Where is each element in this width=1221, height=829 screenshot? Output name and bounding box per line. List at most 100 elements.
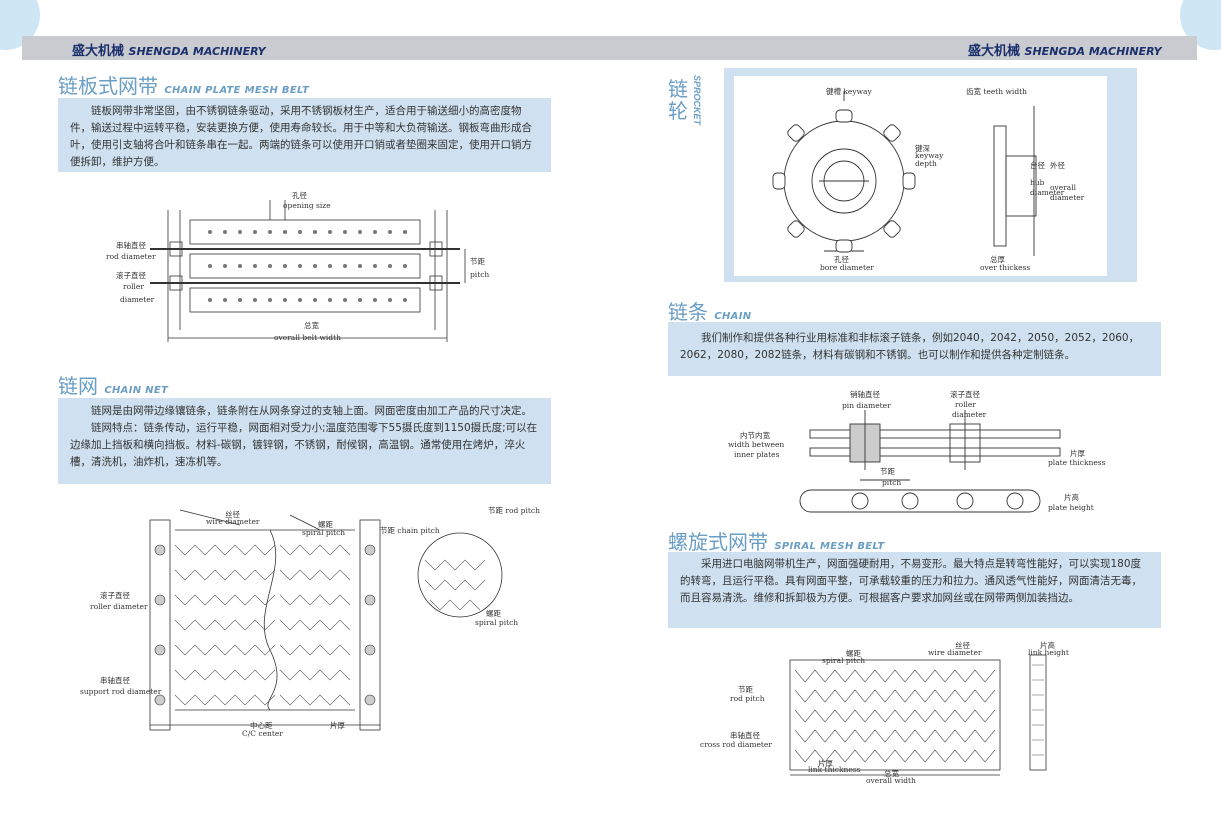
plate-roller-en2: diameter: [120, 295, 155, 304]
spiral-belt-diagram: [789, 654, 1047, 776]
sprocket-over-label: 总厚: [990, 255, 1005, 264]
net-spiral-en: spiral pitch: [302, 528, 346, 537]
chain-roller-label: 滚子直径: [950, 390, 980, 399]
net-roller-en: roller diameter: [90, 602, 148, 611]
plate-description: 链板网带非常坚固，由不锈钢链条驱动，采用不锈钢板材生产，适合用于输送细小的高密度…: [58, 98, 551, 172]
plate-pitch-label: 节距: [470, 257, 485, 266]
chain-pin-label: 销轴直径: [850, 390, 880, 399]
net-support-en: support rod diameter: [80, 687, 162, 696]
plate-pitch-en: pitch: [470, 270, 490, 279]
chain-thick-label: 片厚: [1070, 449, 1085, 458]
net-wire-label: 丝径: [225, 510, 240, 519]
net-support-label: 串轴直径: [100, 676, 130, 685]
net-description: 链网是由网带边缘镶链条，链条附在从网条穿过的支轴上面。网面密度由加工产品的尺寸决…: [58, 398, 551, 484]
sprocket-bore-label: 孔径: [834, 255, 849, 264]
chain-roller-en1: roller: [955, 400, 976, 409]
chain-pitch-en: pitch: [882, 478, 902, 487]
title-en: CHAIN NET: [104, 385, 169, 396]
title-cn: 链网: [58, 374, 98, 398]
section-title-sprocket: 链轮: [668, 78, 690, 122]
net-thick-label: 片厚: [330, 721, 345, 730]
sprocket-hub-en1: hub: [1030, 178, 1045, 187]
spiral-link-label: 片高: [1040, 641, 1055, 650]
plate-roller-label: 滚子直径: [116, 271, 146, 280]
brand-cn: 盛大机械: [72, 44, 125, 59]
sprocket-depth-en2: depth: [915, 159, 937, 168]
chain-desc-text: 我们制作和提供各种行业用标准和非标滚子链条，例如2040，2042，2050，2…: [680, 332, 1140, 361]
plate-width-label: 总宽: [304, 321, 319, 330]
spiral-ow-label: 总宽: [884, 769, 899, 778]
brand-en: SHENGDA MACHINERY: [1024, 45, 1162, 58]
sprocket-depth-en1: keyway: [915, 151, 944, 160]
plate-rod-en-label: rod diameter: [106, 252, 156, 261]
sprocket-outer-en1: overall: [1050, 183, 1077, 192]
chain-height-label: 片高: [1064, 493, 1079, 502]
plate-rod-label: 串轴直径: [116, 241, 146, 250]
spiral-description: 采用进口电脑网带机生产，网面强硬耐用，不易变形。最大特点是转弯性能好，可以实现1…: [668, 552, 1161, 628]
title-en: CHAIN: [714, 311, 752, 322]
net-cc-label: 中心距: [250, 721, 273, 730]
chain-thick-en: plate thickness: [1048, 458, 1106, 467]
brand-en: SHENGDA MACHINERY: [128, 45, 266, 58]
title-cn: 链条: [668, 300, 708, 324]
brand-right: 盛大机械 SHENGDA MACHINERY: [968, 40, 1162, 59]
spiral-lt-label: 片厚: [818, 759, 833, 768]
spiral-lt-en: link thickness: [808, 765, 861, 774]
net-desc-2: 链网特点：链条传动，运行平稳，网面相对受力小;温度范围零下55摄氏度到1150摄…: [70, 422, 538, 468]
spiral-ow-en: overall width: [866, 776, 916, 785]
title-cn: 螺旋式网带: [668, 530, 768, 554]
section-title-plate: 链板式网带 CHAIN PLATE MESH BELT: [58, 70, 309, 99]
net-spiral-label: 螺距: [318, 520, 333, 529]
chain-inner-label: 内节内宽: [740, 431, 770, 440]
spiral-pitch-label: 螺距: [846, 649, 861, 658]
spiral-wire-label: 丝径: [955, 641, 970, 650]
plate-belt-diagram: [150, 200, 466, 342]
net-desc-1: 链网是由网带边缘镶链条，链条附在从网条穿过的支轴上面。网面密度由加工产品的尺寸决…: [91, 405, 532, 417]
roller-chain-diagram: [799, 410, 1061, 513]
sprocket-bore-en: bore diameter: [820, 263, 874, 272]
sprocket-hub-label: 台径: [1030, 161, 1045, 170]
sprocket-keyway-label: 键槽 keyway: [826, 87, 872, 96]
plate-hole-label: 孔径: [292, 191, 307, 200]
spiral-pitch-en: spiral pitch: [822, 656, 866, 665]
title-cn: 链板式网带: [58, 74, 158, 98]
chain-pitch-label: 节距: [880, 467, 895, 476]
chain-net-diagram: [149, 509, 503, 731]
net-cc-en: C/C center: [242, 729, 283, 738]
spiral-wire-en: wire diameter: [928, 648, 982, 657]
spiral-rod-label: 节距: [738, 685, 753, 694]
chain-description: 我们制作和提供各种行业用标准和非标滚子链条，例如2040，2042，2050，2…: [668, 322, 1161, 376]
sprocket-hub-en2: diameter: [1030, 188, 1065, 197]
spiral-cross-en: cross rod diameter: [700, 740, 772, 749]
chain-inner-en2: inner plates: [734, 450, 780, 459]
chain-roller-en2: diameter: [952, 410, 987, 419]
net-spiral2-en: spiral pitch: [475, 618, 519, 627]
spiral-cross-label: 串轴直径: [730, 731, 760, 740]
plate-hole-en-label: opening size: [283, 201, 331, 210]
brand-left: 盛大机械 SHENGDA MACHINERY: [72, 40, 266, 59]
plate-desc-text: 链板网带非常坚固，由不锈钢链条驱动，采用不锈钢板材生产，适合用于输送细小的高密度…: [70, 105, 532, 168]
spiral-link-en: link height: [1028, 648, 1069, 657]
sprocket-depth-label: 键深: [915, 144, 930, 153]
sprocket-diagram: [734, 76, 1107, 276]
spiral-desc-text: 采用进口电脑网带机生产，网面强硬耐用，不易变形。最大特点是转弯性能好，可以实现1…: [680, 558, 1142, 604]
title-en: CHAIN PLATE MESH BELT: [164, 85, 310, 96]
title-en: SPIRAL MESH BELT: [774, 541, 885, 552]
net-spiral2-label: 螺距: [486, 609, 501, 618]
net-rod-pitch-label: 节距 rod pitch: [488, 506, 540, 515]
net-roller-label: 滚子直径: [100, 591, 130, 600]
plate-width-en: overall belt width: [274, 333, 341, 342]
sprocket-outer-en2: diameter: [1050, 193, 1085, 202]
sprocket-outer-label: 外径: [1050, 161, 1065, 170]
section-title-net: 链网 CHAIN NET: [58, 370, 168, 399]
brand-cn: 盛大机械: [968, 44, 1021, 59]
title-cn: 链轮: [668, 77, 688, 123]
spiral-rod-en: rod pitch: [730, 694, 765, 703]
sprocket-title-en: SPROCKET: [692, 75, 702, 126]
chain-pin-en: pin diameter: [842, 401, 891, 410]
plate-roller-en1: roller: [123, 282, 144, 291]
chain-height-en: plate height: [1048, 503, 1094, 512]
chain-inner-en1: width between: [728, 440, 785, 449]
net-chain-pitch-label: 节距 chain pitch: [380, 526, 440, 535]
sprocket-teeth-label: 齿宽 teeth width: [966, 87, 1027, 96]
